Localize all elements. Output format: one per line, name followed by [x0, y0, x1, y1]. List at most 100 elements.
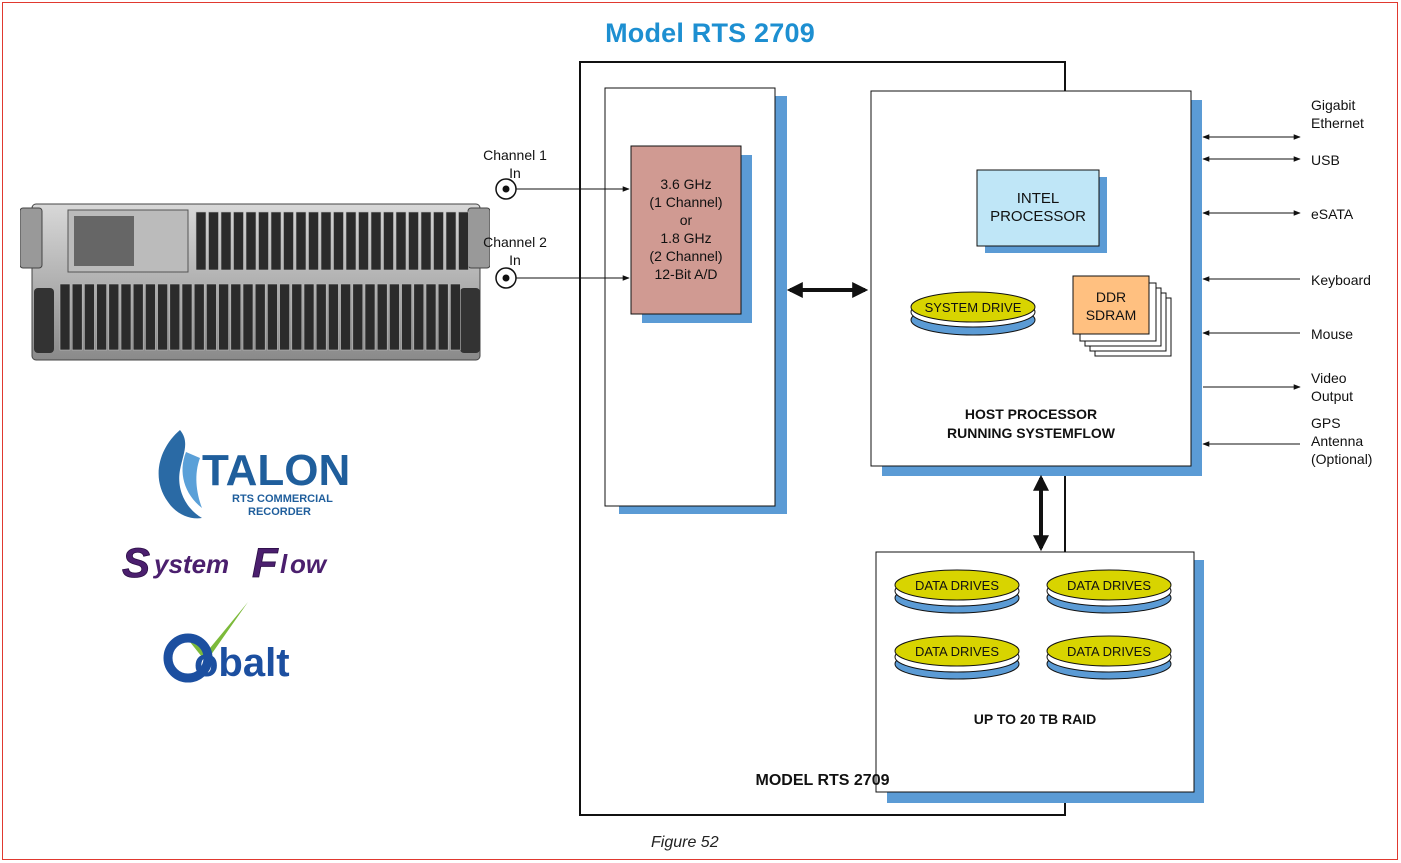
drive-bay	[208, 211, 219, 271]
adc-line-6: 12-Bit A/D	[654, 266, 718, 282]
io-gps-line-2: Antenna	[1311, 433, 1364, 449]
io-label-ethernet: Gigabit Ethernet	[1311, 96, 1364, 132]
data-drive-4	[1046, 635, 1172, 680]
drive-bay	[145, 283, 156, 351]
intel-processor-label: INTEL PROCESSOR	[977, 190, 1099, 226]
drive-bay	[315, 283, 327, 351]
drive-bay	[108, 283, 120, 351]
channel-1-label: Channel 1 In	[480, 146, 550, 182]
channel-1-label-line1: Channel 1	[483, 147, 547, 163]
drive-bay	[195, 211, 207, 271]
drive-bay	[193, 283, 205, 351]
adc-line-3: or	[679, 212, 693, 228]
drive-bay	[84, 283, 95, 351]
adc-line-4: 1.8 GHz	[660, 230, 712, 246]
data-drive-1-label: DATA DRIVES	[914, 578, 1000, 593]
drive-bay	[425, 283, 437, 351]
drive-bay	[364, 283, 376, 351]
drive-bay	[169, 283, 181, 351]
io-label-keyboard: Keyboard	[1311, 272, 1371, 288]
drive-bay	[320, 211, 332, 271]
io-label-video: Video Output	[1311, 369, 1353, 405]
drive-bay	[420, 211, 432, 271]
io-label-esata: eSATA	[1311, 206, 1354, 222]
drive-bay	[401, 283, 412, 351]
drive-bay	[220, 211, 232, 271]
drive-bay	[433, 211, 444, 271]
svg-text:ow: ow	[290, 549, 328, 579]
adc-line-5: (2 Channel)	[649, 248, 723, 264]
ddr-line-1: DDR	[1095, 289, 1127, 305]
system-drive-disk	[910, 291, 1036, 323]
drive-bay	[450, 283, 461, 351]
io-label-usb: USB	[1311, 152, 1340, 168]
drive-bay	[96, 283, 107, 351]
io-gps-line-1: GPS	[1311, 415, 1341, 431]
drive-bay	[242, 283, 254, 351]
drive-bay	[132, 283, 144, 351]
drive-bay	[395, 211, 407, 271]
drive-bay	[445, 211, 457, 271]
drive-bay	[206, 283, 217, 351]
channel-2-label-line1: Channel 2	[483, 234, 547, 250]
svg-text:F: F	[252, 539, 279, 586]
drive-bay	[333, 211, 344, 271]
raid-label: UP TO 20 TB RAID	[973, 711, 1097, 727]
drive-bay	[458, 211, 469, 271]
drive-bay	[59, 283, 71, 351]
drive-bay	[340, 283, 351, 351]
talon-logo: TALON RTS COMMERCIAL RECORDER	[158, 430, 350, 519]
drive-bay	[254, 283, 266, 351]
data-drive-2	[1046, 569, 1172, 614]
drive-bay	[283, 211, 294, 271]
io-video-line-1: Video	[1311, 370, 1347, 386]
system-drive-label: SYSTEM DRIVE	[924, 300, 1022, 315]
svg-text:obalt: obalt	[194, 641, 290, 685]
ddr-line-2: SDRAM	[1085, 307, 1137, 323]
drive-bay	[408, 211, 419, 271]
drive-bay	[120, 283, 132, 351]
drive-bay	[233, 211, 244, 271]
drive-bay	[370, 211, 382, 271]
drive-bay	[389, 283, 400, 351]
drive-bay	[437, 283, 449, 351]
model-label: MODEL RTS 2709	[755, 772, 890, 789]
drive-bay	[358, 211, 369, 271]
adc-line-2: (1 Channel)	[649, 194, 723, 210]
intel-line-2: PROCESSOR	[990, 208, 1086, 225]
drive-bay	[328, 283, 339, 351]
svg-text:RTS COMMERCIAL: RTS COMMERCIAL	[232, 493, 333, 505]
drive-bay	[279, 283, 290, 351]
intel-processor-box	[976, 169, 1100, 247]
svg-text:S: S	[122, 539, 150, 586]
drive-bay	[376, 283, 388, 351]
cobalt-logo: obalt	[163, 602, 290, 685]
talon-logo-text: TALON	[202, 446, 350, 495]
drive-bay	[383, 211, 394, 271]
channel-2-label-line2: In	[509, 252, 521, 268]
channel-2-label: Channel 2 In	[480, 233, 550, 269]
data-drive-3	[894, 635, 1020, 680]
svg-text:RECORDER: RECORDER	[248, 506, 311, 518]
adc-box	[630, 145, 742, 315]
data-drive-4-label: DATA DRIVES	[1066, 644, 1152, 659]
host-label-line-1: HOST PROCESSOR	[964, 406, 1098, 422]
channel-1-label-line2: In	[509, 165, 521, 181]
io-label-gps: GPS Antenna (Optional)	[1311, 414, 1372, 468]
io-video-line-2: Output	[1311, 388, 1354, 404]
host-label-line-2: RUNNING SYSTEMFLOW	[947, 425, 1115, 441]
drive-bay	[267, 283, 278, 351]
io-label-mouse: Mouse	[1311, 326, 1354, 342]
drive-bay	[245, 211, 257, 271]
drive-bay	[258, 211, 269, 271]
drive-bay	[352, 283, 364, 351]
drive-bay	[308, 211, 319, 271]
drive-bay	[181, 283, 193, 351]
ddr-sdram-label: DDR SDRAM	[1073, 288, 1149, 324]
svg-text:l: l	[280, 549, 288, 579]
drive-bay	[71, 283, 83, 351]
server-chassis-image	[20, 203, 490, 361]
data-drive-2-label: DATA DRIVES	[1066, 578, 1152, 593]
